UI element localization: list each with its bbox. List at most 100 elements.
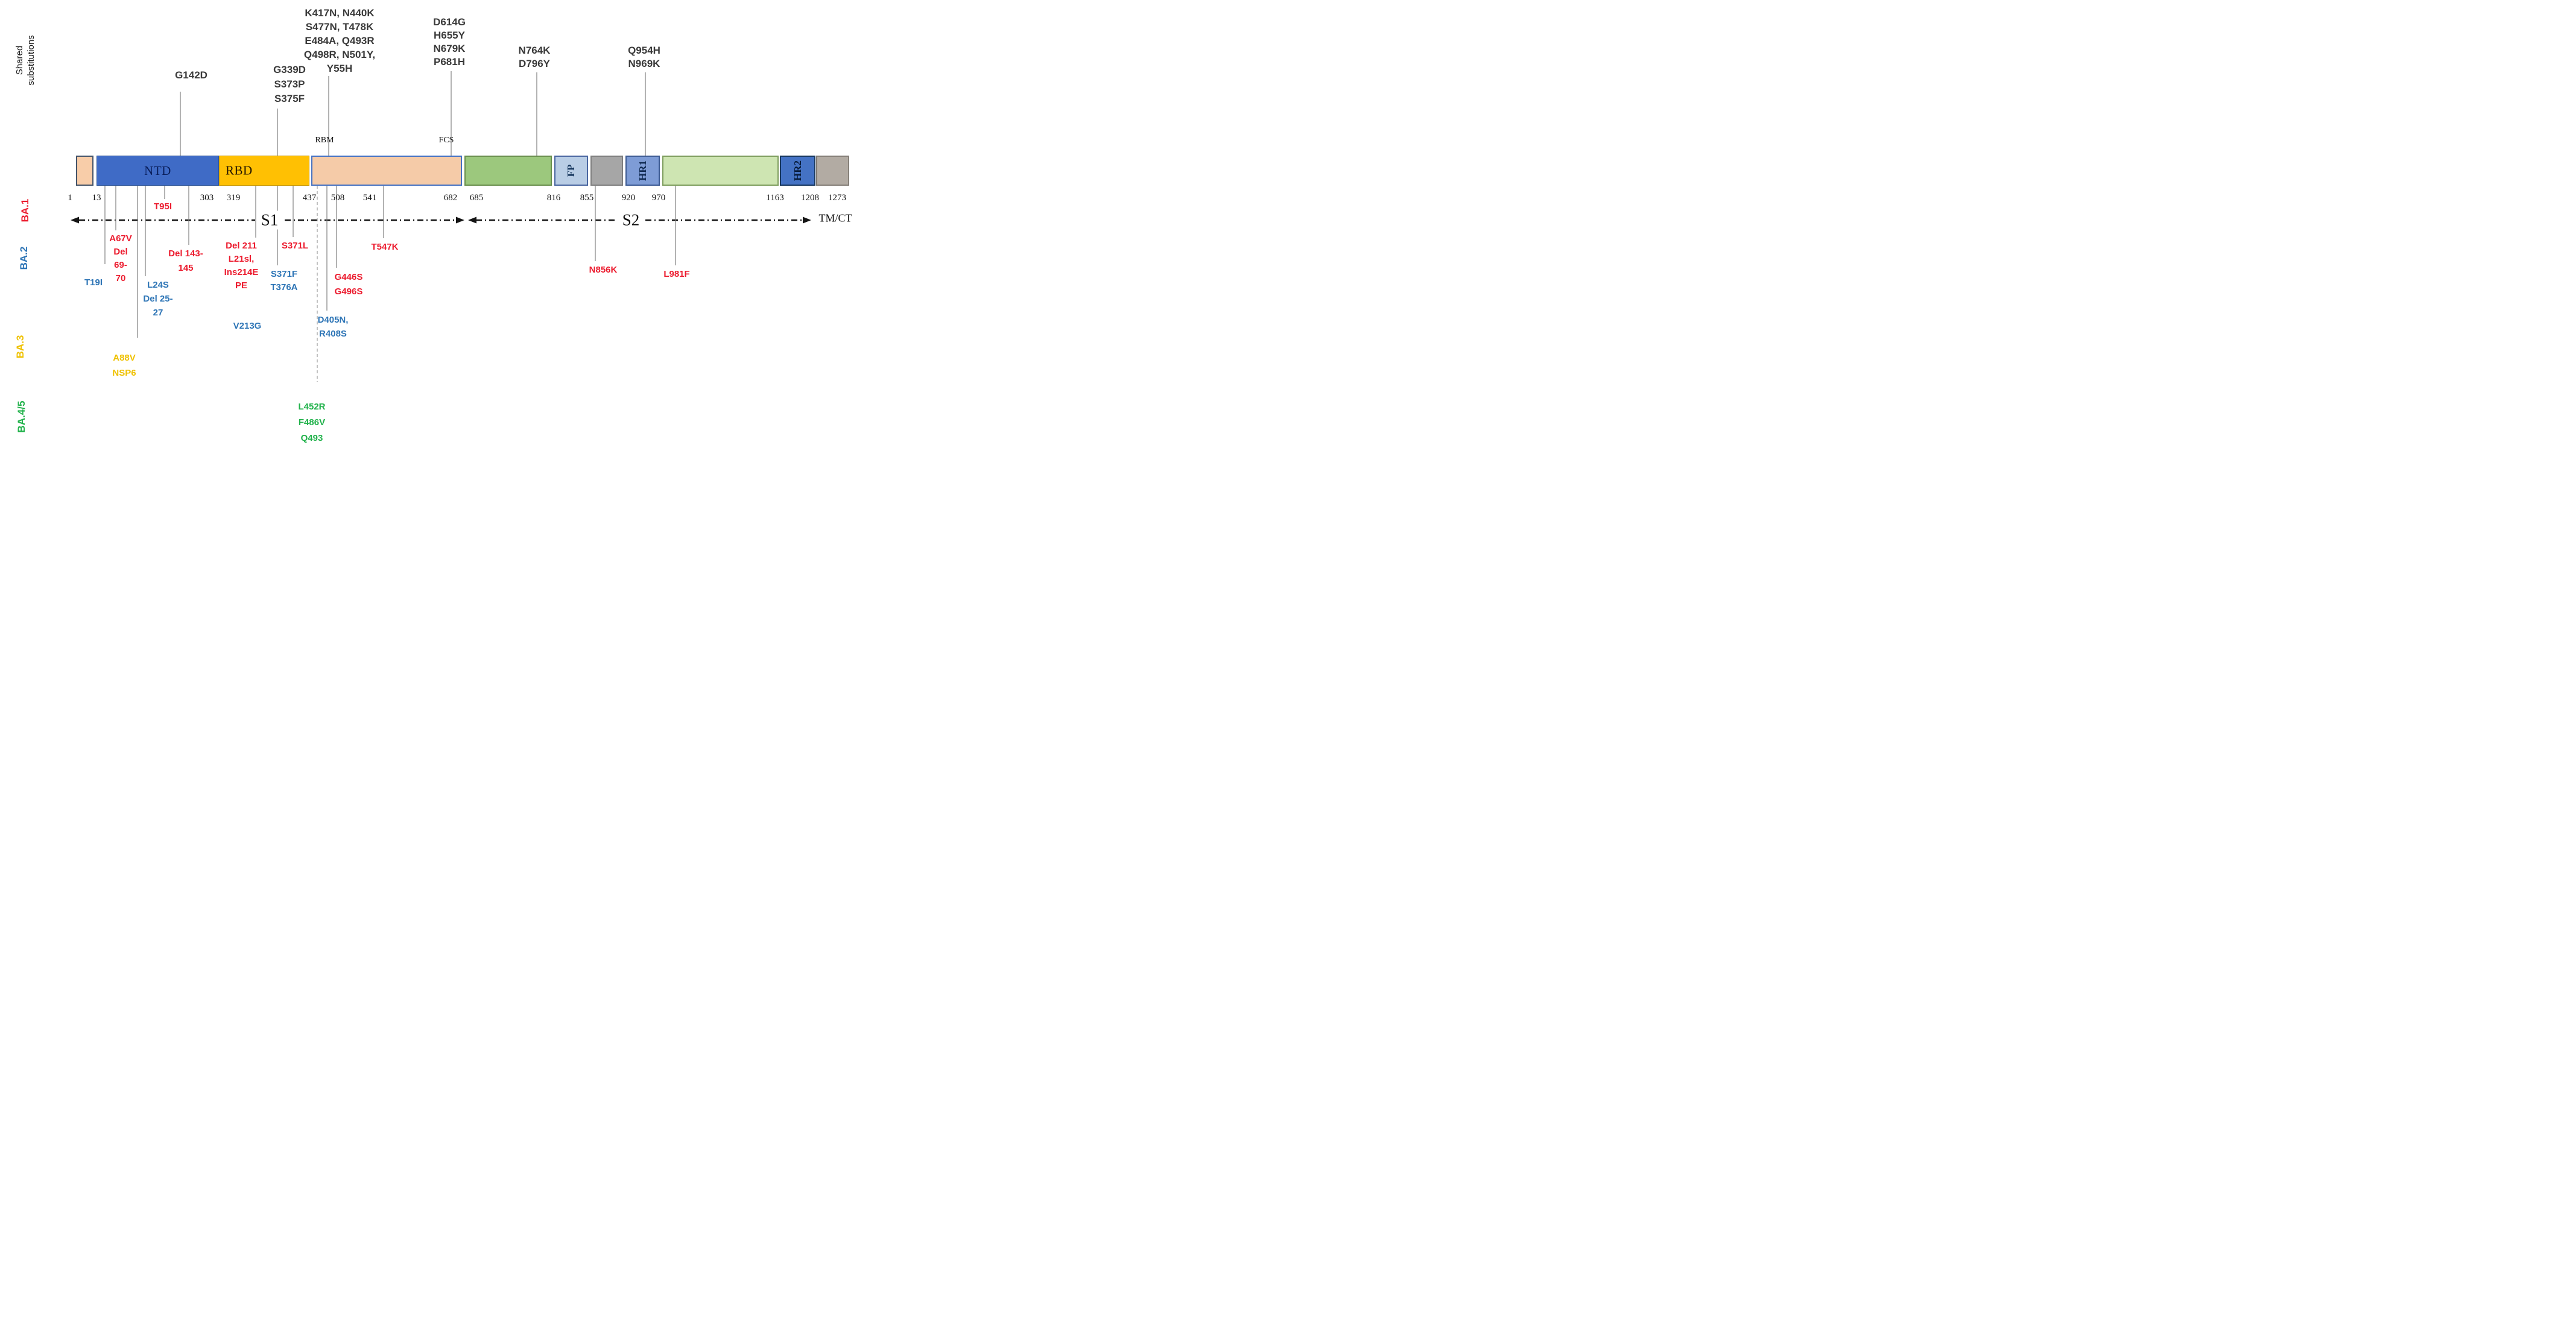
scale-tick-13: 13 xyxy=(92,193,101,203)
top-annotation-g142d: G142D xyxy=(175,68,207,82)
top-annotation-g339d-block: G339D S373P S375F xyxy=(273,63,306,106)
scale-tick-855: 855 xyxy=(580,193,594,203)
bar-segment-upstream-s2 xyxy=(464,156,552,186)
annotation-line: N764K xyxy=(518,45,551,56)
mutation-line: NSP6 xyxy=(112,368,136,378)
annotation-line: Q498R, N501Y, xyxy=(303,49,376,60)
mutation-n856k: N856K xyxy=(589,264,618,277)
mutation-line: Del 25- xyxy=(143,294,173,304)
bar-segment-connector xyxy=(662,156,779,186)
spike-protein-diagram: Shared substitutions NTD RBD K417N, N440K… xyxy=(0,0,859,444)
tmct-label: TM/CT xyxy=(816,212,855,225)
annotation-line: S373P xyxy=(274,78,305,90)
mutation-line: R408S xyxy=(319,329,347,339)
annotation-line: S375F xyxy=(274,93,305,104)
scale-tick-816: 816 xyxy=(546,193,561,203)
arrowhead-left-2 xyxy=(468,217,476,224)
mutation-line: D405N, xyxy=(317,315,349,325)
region-label-rbm: RBM xyxy=(315,136,334,145)
annotation-line: N969K xyxy=(628,58,660,69)
bar-segment-signal-peptide xyxy=(76,156,93,186)
mutation-t19i: T19I xyxy=(84,276,103,289)
annotation-line: G142D xyxy=(175,69,207,81)
mutation-line: A67V xyxy=(109,233,132,244)
mutation-line: L981F xyxy=(663,269,690,279)
bar-segment-hr1 xyxy=(625,156,660,186)
mutation-t95i: T95I xyxy=(154,200,172,213)
mutation-line: S371F xyxy=(270,269,298,279)
mutation-l981f: L981F xyxy=(663,268,689,281)
annotation-line: Q954H xyxy=(628,45,660,56)
mutation-line: T547K xyxy=(371,242,399,252)
segment-label-fp: FP xyxy=(565,164,577,177)
bar-segment-ntd: NTD xyxy=(97,156,219,186)
mutation-line: F486V xyxy=(298,417,326,428)
scale-tick-319: 319 xyxy=(226,193,241,203)
mutation-line: Del xyxy=(113,247,128,257)
annotation-line: E484A, Q493R xyxy=(305,35,375,46)
annotation-line: G339D xyxy=(273,64,306,75)
mutation-line: L452R xyxy=(298,402,326,412)
top-annotation-q954h-block: Q954H N969K xyxy=(628,44,660,71)
scale-tick-1: 1 xyxy=(68,193,72,203)
mutation-line: S371L xyxy=(281,241,309,251)
mutation-line: G446S xyxy=(334,272,363,282)
mutation-l24s-del25-27: L24S Del 25- 27 xyxy=(143,278,172,320)
mutation-s371f-t376a: S371F T376A xyxy=(270,268,297,294)
mutation-s371l: S371L xyxy=(282,239,308,253)
mutation-line: 27 xyxy=(153,308,163,318)
mutation-line: Q493 xyxy=(300,433,323,443)
segment-label-rbd: RBD xyxy=(226,163,253,178)
mutation-line: 69- xyxy=(114,260,127,270)
mutation-line: T19I xyxy=(84,277,103,288)
scale-tick-303: 303 xyxy=(200,193,214,203)
bar-segment-fp xyxy=(554,156,588,186)
annotation-line: Y55H xyxy=(326,63,353,74)
region-label-fcs: FCS xyxy=(438,136,454,145)
scale-tick-437: 437 xyxy=(302,193,317,203)
top-annotation-shared-rbd-mutations: K417N, N440K S477N, T478K E484A, Q493R Q498… xyxy=(304,6,375,75)
mutation-line: V213G xyxy=(233,321,262,331)
scale-tick-508: 508 xyxy=(331,193,345,203)
scale-tick-682: 682 xyxy=(443,193,458,203)
arrowhead-right-3 xyxy=(803,217,811,224)
mutation-line: N856K xyxy=(589,265,618,275)
mutation-line: G496S xyxy=(334,286,363,297)
mutation-l452r-f486v-q493: L452R F486V Q493 xyxy=(298,399,325,444)
variant-label-ba1: BA.1 xyxy=(19,198,31,223)
segment-label-hr1: HR1 xyxy=(636,160,648,181)
variant-label-ba3: BA.3 xyxy=(14,335,26,359)
scale-tick-541: 541 xyxy=(362,193,377,203)
lines-layer xyxy=(71,71,811,382)
shared-substitutions-label: Shared substitutions xyxy=(14,35,36,86)
bar-segment-gray-1 xyxy=(590,156,623,186)
scale-tick-920: 920 xyxy=(621,193,636,203)
bar-segment-sd1-sd2 xyxy=(311,156,462,186)
mutation-t547k: T547K xyxy=(371,241,398,254)
bar-segment-gray-2 xyxy=(816,156,849,186)
annotation-line: K417N, N440K xyxy=(305,7,375,19)
s2-label: S2 xyxy=(619,210,642,230)
arrowhead-left-0 xyxy=(71,217,79,224)
mutation-line: Del 211 xyxy=(226,241,257,251)
annotation-line: D796Y xyxy=(519,58,550,69)
mutation-line: L24S xyxy=(147,280,169,290)
annotation-line: P681H xyxy=(434,56,465,68)
mutation-line: Ins214E xyxy=(224,267,259,277)
annotation-line: S477N, T478K xyxy=(305,21,374,33)
annotation-line: N679K xyxy=(433,43,466,54)
arrowhead-right-1 xyxy=(456,217,464,224)
mutation-del143-145: Del 143-145 xyxy=(168,247,203,276)
top-annotation-n764k-block: N764K D796Y xyxy=(519,44,551,71)
bar-segment-rbd: RBD xyxy=(219,156,309,186)
scale-tick-1273: 1273 xyxy=(828,193,846,203)
variant-label-ba45: BA.4/5 xyxy=(16,400,27,433)
segment-label-ntd: NTD xyxy=(144,163,171,178)
mutation-line: PE xyxy=(235,280,247,291)
mutation-d405n-r408s: D405N, R408S xyxy=(318,313,349,341)
mutation-line: T376A xyxy=(270,282,298,292)
